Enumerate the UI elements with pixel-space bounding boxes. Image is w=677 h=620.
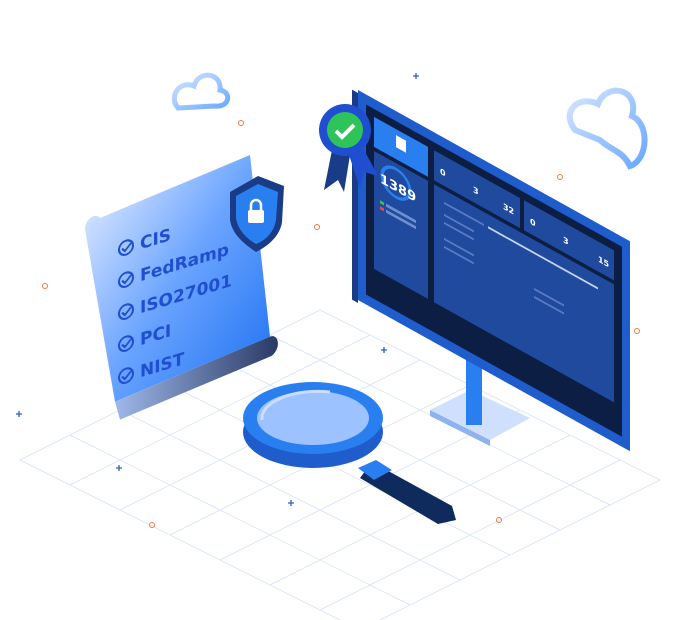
check-icon [121,242,132,253]
check-icon [121,306,132,317]
magnifying-glass-icon [243,382,456,524]
check-icon [334,123,356,140]
check-icon [121,370,132,381]
check-icon [121,338,132,349]
cloud-icon [566,87,648,170]
card-value: 0 [440,167,446,179]
check-icon [121,274,132,285]
card-value: 32 [503,202,514,217]
card-value: 0 [530,217,536,229]
dashboard-card [434,150,520,229]
shield-lock-icon [230,176,284,252]
dashboard-details-panel [434,184,614,403]
monitor-stand [430,350,530,446]
card-value: 15 [598,255,609,270]
card-value: 3 [563,235,569,247]
cloud-icon [171,72,231,111]
card-value: 3 [473,185,479,197]
monitor: 1389 0 3 32 0 3 15 [352,89,630,452]
verified-badge-icon [319,104,378,192]
compliance-checklist: CIS FedRamp ISO27001 PCI NIST [85,154,278,420]
dashboard-card [524,200,614,281]
